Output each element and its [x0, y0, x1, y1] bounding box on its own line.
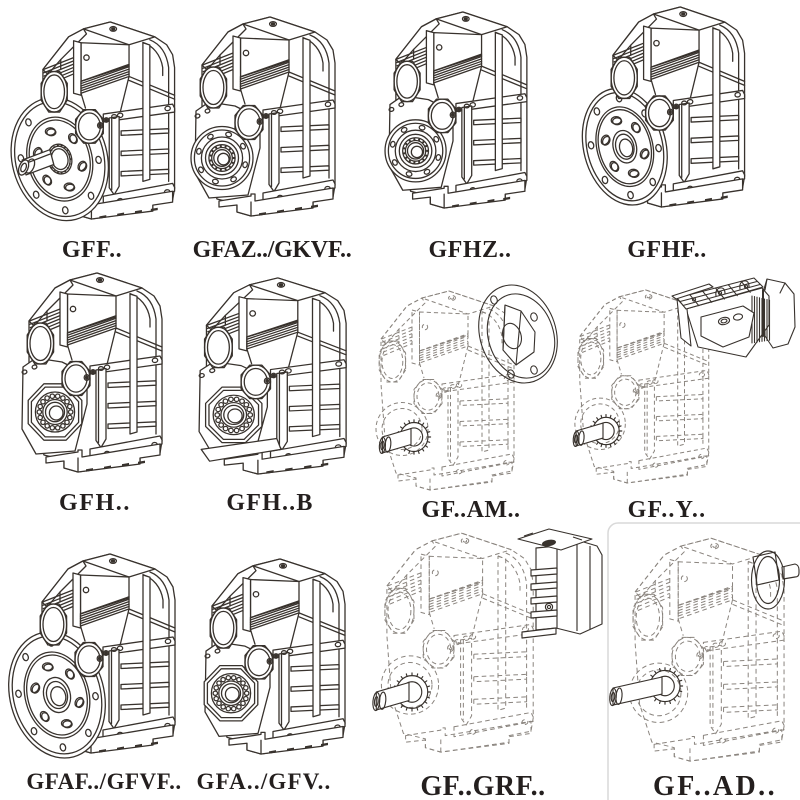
svg-text:GFH..: GFH.. — [59, 490, 131, 516]
svg-text:GF..Y..: GF..Y.. — [628, 497, 707, 523]
svg-text:GFHZ..: GFHZ.. — [428, 237, 511, 263]
svg-text:GFAZ../GKVF..: GFAZ../GKVF.. — [193, 237, 352, 263]
svg-text:GFH..B: GFH..B — [226, 490, 313, 516]
svg-text:GFF..: GFF.. — [62, 237, 122, 263]
svg-text:GFAF../GFVF..: GFAF../GFVF.. — [26, 769, 181, 794]
svg-text:GF..AM..: GF..AM.. — [421, 497, 520, 523]
svg-text:GFA../GFV..: GFA../GFV.. — [196, 769, 331, 794]
svg-text:GF..AD..: GF..AD.. — [653, 771, 777, 800]
svg-text:GFHF..: GFHF.. — [627, 237, 706, 263]
svg-text:GF..GRF..: GF..GRF.. — [420, 771, 545, 800]
